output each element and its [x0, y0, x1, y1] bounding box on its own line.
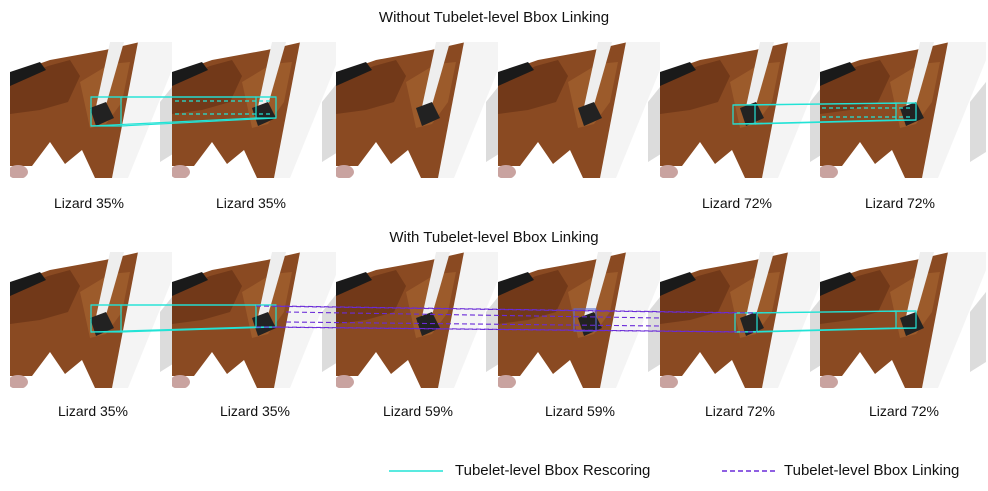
bottom-caption-2: Lizard 35%: [219, 403, 291, 419]
top-section-title: Without Tubelet-level Bbox Linking: [378, 9, 610, 26]
bottom-section-title: With Tubelet-level Bbox Linking: [389, 229, 599, 246]
bottom-caption-5: Lizard 72%: [704, 403, 776, 419]
top-frame-3: [336, 42, 502, 178]
top-caption-6: Lizard 72%: [864, 195, 936, 211]
top-frame-4: [498, 42, 664, 178]
bottom-caption-4: Lizard 59%: [544, 403, 616, 419]
bottom-caption-1: Lizard 35%: [57, 403, 129, 419]
legend-rescoring-label: Tubelet-level Bbox Rescoring: [455, 462, 651, 479]
bottom-frame-5: [660, 252, 826, 388]
top-frame-2: [172, 42, 338, 178]
legend-linking-label: Tubelet-level Bbox Linking: [784, 462, 960, 479]
bottom-frame-1: [10, 252, 176, 388]
top-caption-1: Lizard 35%: [53, 195, 125, 211]
bottom-caption-3: Lizard 59%: [382, 403, 454, 419]
bottom-frame-3: [336, 252, 502, 388]
bottom-frame-4: [498, 252, 664, 388]
bottom-frame-2: [172, 252, 338, 388]
bottom-caption-6: Lizard 72%: [868, 403, 940, 419]
top-frame-5: [660, 42, 826, 178]
bottom-frame-6: [820, 252, 986, 388]
top-frame-1: [10, 42, 176, 178]
top-caption-2: Lizard 35%: [215, 195, 287, 211]
top-caption-5: Lizard 72%: [701, 195, 773, 211]
top-frame-6: [820, 42, 986, 178]
